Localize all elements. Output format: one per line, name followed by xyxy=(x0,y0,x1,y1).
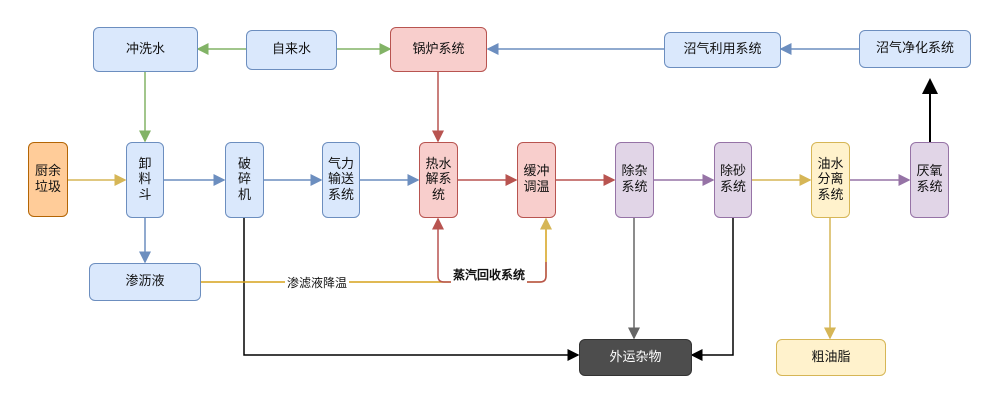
node-thermal-hydrolysis: 热水 解系 统 xyxy=(419,142,458,218)
node-boiler-system: 锅炉系统 xyxy=(390,27,487,72)
node-tap-water: 自来水 xyxy=(246,30,337,70)
edge-sand-to-outbound xyxy=(690,218,734,361)
node-anaerobic-system: 厌氧 系统 xyxy=(910,142,949,218)
node-unloading-hopper: 卸 料 斗 xyxy=(126,142,164,218)
node-pneumatic-conveying: 气力 输送 系统 xyxy=(322,142,360,218)
label-steam-recovery: 蒸汽回收系统 xyxy=(451,266,528,283)
node-biogas-purification: 沼气净化系统 xyxy=(859,30,971,68)
edge-crusher-to-outbound xyxy=(243,218,580,361)
node-crusher: 破 碎 机 xyxy=(225,142,264,218)
node-biogas-utilization: 沼气利用系统 xyxy=(664,32,781,68)
node-leachate: 渗沥液 xyxy=(89,263,201,301)
node-impurity-removal: 除杂 系统 xyxy=(615,142,654,218)
node-rinse-water: 冲洗水 xyxy=(93,27,198,72)
node-outbound-waste: 外运杂物 xyxy=(579,339,692,376)
node-oil-water-separation: 油水 分离 系统 xyxy=(811,142,850,218)
label-leachate-cooling: 渗滤液降温 xyxy=(285,274,350,291)
node-kitchen-waste: 厨余 垃圾 xyxy=(28,142,68,217)
node-sand-removal: 除砂 系统 xyxy=(714,142,752,218)
node-buffer-temp: 缓冲 调温 xyxy=(517,142,556,218)
node-crude-oil: 粗油脂 xyxy=(776,339,886,376)
